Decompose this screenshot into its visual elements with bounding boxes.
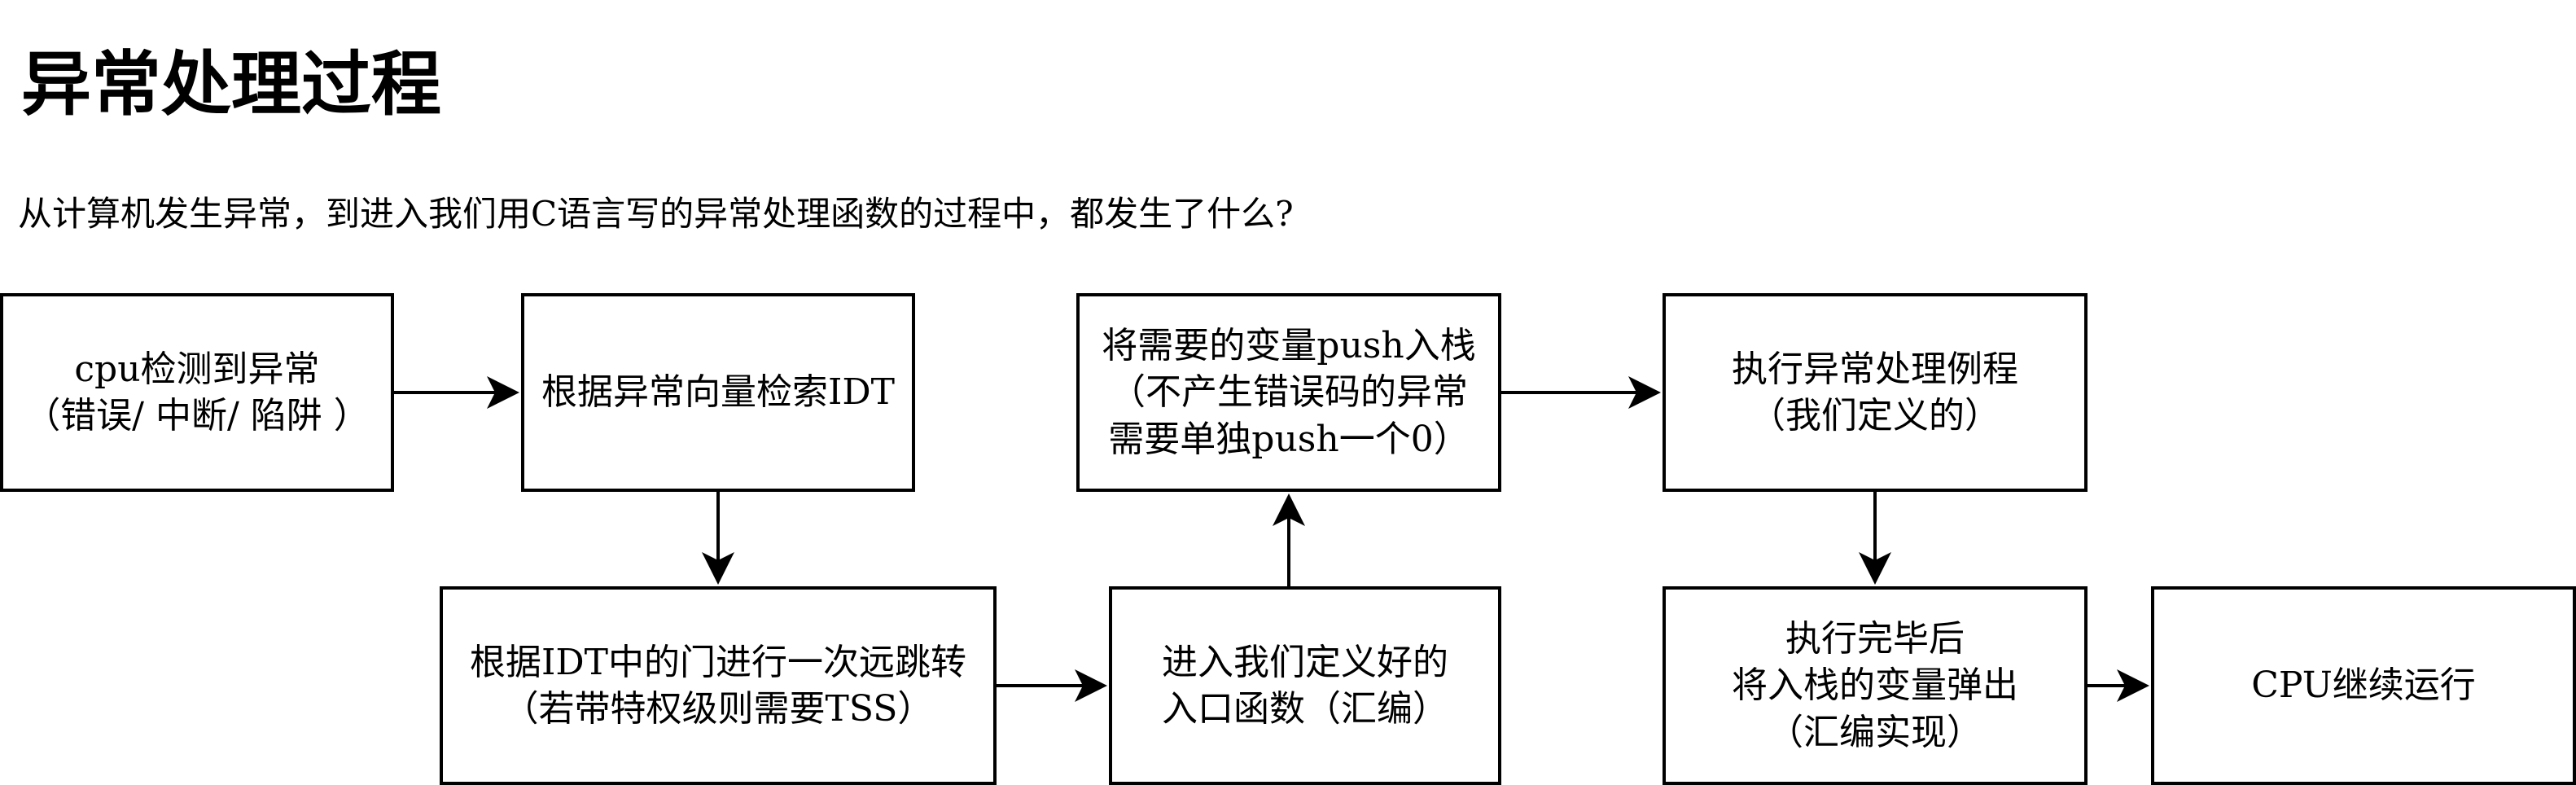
box-far-jump: 根据IDT中的门进行一次远跳转 （若带特权级则需要TSS） (440, 586, 997, 785)
page-title: 异常处理过程 (21, 43, 441, 125)
box-entry-function: 进入我们定义好的 入口函数（汇编） (1109, 586, 1501, 785)
box-pop-variables: 执行完毕后 将入栈的变量弹出 （汇编实现） (1663, 586, 2088, 785)
box-detect-exception-label: cpu检测到异常 （错误/ 中断/ 陷阱 ） (24, 348, 370, 436)
box-run-handler: 执行异常处理例程 （我们定义的） (1663, 293, 2088, 492)
box-idt-lookup-label: 根据异常向量检索IDT (541, 371, 895, 414)
page-subtitle: 从计算机发生异常，到进入我们用C语言写的异常处理函数的过程中，都发生了什么? (18, 194, 1294, 234)
box-detect-exception: cpu检测到异常 （错误/ 中断/ 陷阱 ） (0, 293, 394, 492)
box-entry-function-label: 进入我们定义好的 入口函数（汇编） (1162, 641, 1448, 730)
box-push-variables-label: 将需要的变量push入栈 （不产生错误码的异常 需要单独push一个0） (1102, 325, 1476, 460)
box-push-variables: 将需要的变量push入栈 （不产生错误码的异常 需要单独push一个0） (1076, 293, 1501, 492)
box-cpu-resume-label: CPU继续运行 (2251, 664, 2476, 707)
box-pop-variables-label: 执行完毕后 将入栈的变量弹出 （汇编实现） (1732, 618, 2018, 753)
box-idt-lookup: 根据异常向量检索IDT (521, 293, 915, 492)
box-cpu-resume: CPU继续运行 (2151, 586, 2576, 785)
box-run-handler-label: 执行异常处理例程 （我们定义的） (1732, 348, 2018, 436)
box-far-jump-label: 根据IDT中的门进行一次远跳转 （若带特权级则需要TSS） (469, 641, 966, 730)
